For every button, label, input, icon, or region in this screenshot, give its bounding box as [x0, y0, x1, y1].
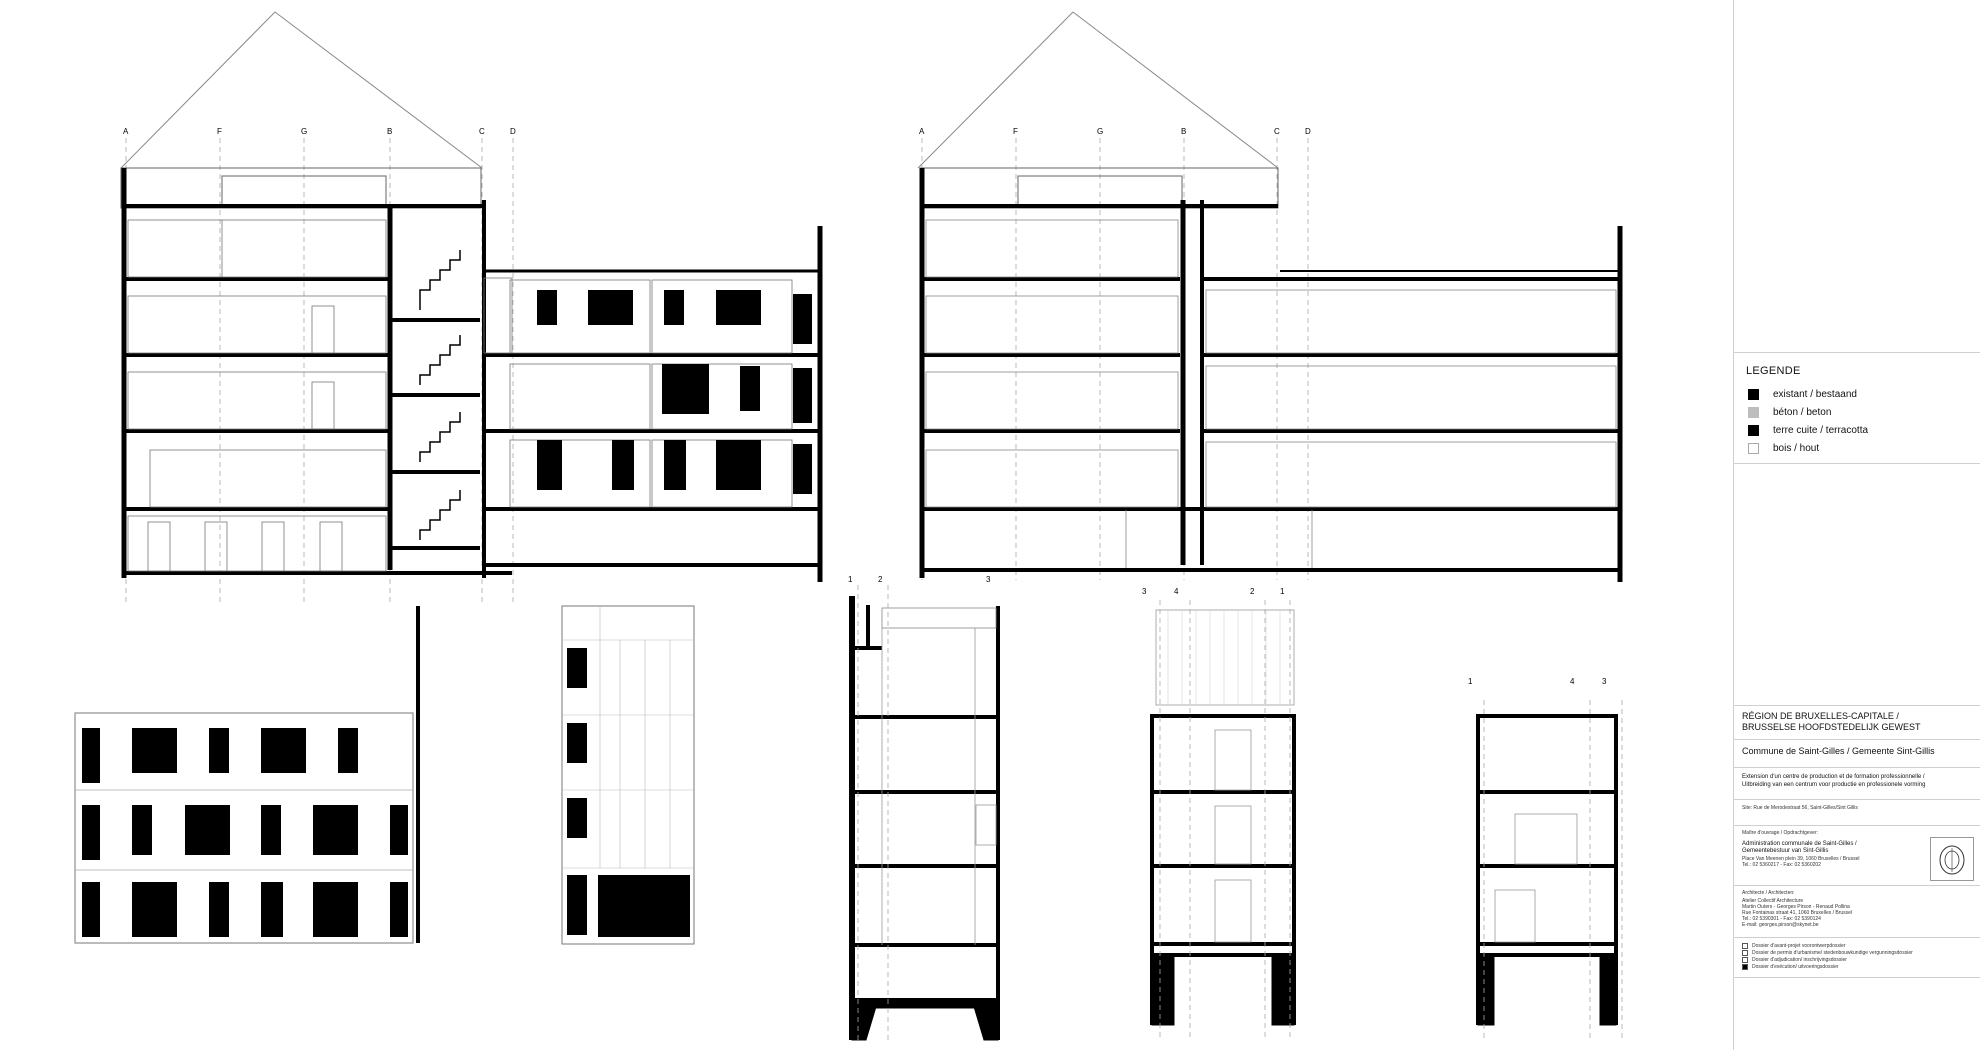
dossier-checkbox: Dossier d'adjudication/ inschrijvingsdos… [1742, 957, 1847, 963]
title-block: RÉGION DE BRUXELLES-CAPITALE / BRUSSELSE… [1734, 705, 1980, 1050]
legend-label: existant / bestaand [1773, 388, 1857, 400]
architect-label: Architecte / Architecten: [1742, 890, 1795, 896]
elevation-front [74, 606, 420, 944]
architect-address: Rue Fontainas straat 41, 1060 Bruxelles … [1742, 910, 1853, 916]
axis-label: 3 [1602, 677, 1607, 686]
axis-label: F [217, 127, 222, 136]
axis-label: A [919, 127, 925, 136]
axis-label: 2 [1250, 587, 1255, 596]
axis-label: D [1305, 127, 1311, 136]
architect-name: Atelier Collectif Architecture [1742, 898, 1804, 904]
legend: LEGENDE existant / bestaand béton / beto… [1734, 352, 1980, 464]
legend-item: béton / beton [1748, 405, 1831, 419]
region-title-nl: BRUSSELSE HOOFDSTEDELIJK GEWEST [1742, 722, 1921, 732]
owner-address: Place Van Meenen plein 39, 1060 Bruxelle… [1742, 856, 1860, 862]
axis-label: 1 [848, 575, 853, 584]
title-block-border [1733, 0, 1734, 1050]
dossier-checkbox: Dossier d'exécution/ uitvoeringsdossier [1742, 964, 1839, 970]
commune-seal-icon [1930, 837, 1974, 881]
dossier-checkbox: Dossier d'avant-projet voorontwerpdossie… [1742, 943, 1846, 949]
legend-title: LEGENDE [1746, 365, 1801, 377]
owner-label: Maître d'ouvrage / Opdrachtgever: [1742, 830, 1818, 836]
legend-swatch [1748, 388, 1759, 400]
axis-label: D [510, 127, 516, 136]
cross-section-2 [1150, 600, 1296, 1040]
project-title-nl: Uitbreiding van een centrum voor product… [1742, 782, 1926, 788]
legend-label: bois / hout [1773, 442, 1820, 454]
legend-swatch [1748, 442, 1759, 454]
axis-label: G [1097, 127, 1103, 136]
cross-section-3 [1476, 700, 1623, 1040]
section-right [917, 11, 1623, 582]
axis-labels: A F G B C D A F G B C D 1 2 3 3 4 2 1 1 … [123, 127, 1607, 686]
architect-partners: Martin Outers - Georges Pirson - Renaud … [1742, 904, 1850, 910]
owner-name-nl: Gemeentebestuur van Sint-Gillis [1742, 848, 1829, 854]
commune-title: Commune de Saint-Gilles / Gemeente Sint-… [1742, 746, 1935, 756]
elevation-tower [561, 605, 695, 945]
legend-label: terre cuite / terracotta [1773, 424, 1869, 436]
axis-label: 3 [986, 575, 991, 584]
axis-label: C [1274, 127, 1280, 136]
architect-phone: Tel.: 02 5390301 - Fax: 02 5390124 [1742, 916, 1821, 922]
legend-swatch [1748, 424, 1759, 436]
axis-label: 4 [1174, 587, 1179, 596]
axis-label: 2 [878, 575, 883, 584]
legend-item: existant / bestaand [1748, 387, 1857, 401]
axis-label: F [1013, 127, 1018, 136]
legend-swatch [1748, 406, 1759, 418]
axis-label: A [123, 127, 129, 136]
legend-label: béton / beton [1773, 406, 1832, 418]
section-left [120, 11, 823, 605]
project-title: Extension d'un centre de production et d… [1742, 774, 1925, 780]
region-title: RÉGION DE BRUXELLES-CAPITALE / [1742, 711, 1899, 721]
owner-phone: Tel.: 02 5360217 - Fax: 02 5360202 [1742, 862, 1821, 868]
site-address: Site: Rue de Merodestraat 56, Saint-Gill… [1742, 805, 1858, 811]
axis-label: 3 [1142, 587, 1147, 596]
axis-label: B [1181, 127, 1186, 136]
legend-item: terre cuite / terracotta [1748, 423, 1868, 437]
axis-label: 1 [1468, 677, 1473, 686]
architect-email: E-mail: georges.pirson@skynet.be [1742, 922, 1819, 928]
legend-item: bois / hout [1748, 441, 1819, 455]
dossier-checkbox: Dossier de permis d'urbanisme/ stedenbou… [1742, 950, 1913, 956]
axis-label: B [387, 127, 392, 136]
axis-label: 4 [1570, 677, 1575, 686]
owner-name: Administration communale de Saint-Gilles… [1742, 841, 1857, 847]
axis-label: C [479, 127, 485, 136]
axis-label: 1 [1280, 587, 1285, 596]
cross-section-1 [849, 585, 1000, 1041]
axis-label: G [301, 127, 307, 136]
